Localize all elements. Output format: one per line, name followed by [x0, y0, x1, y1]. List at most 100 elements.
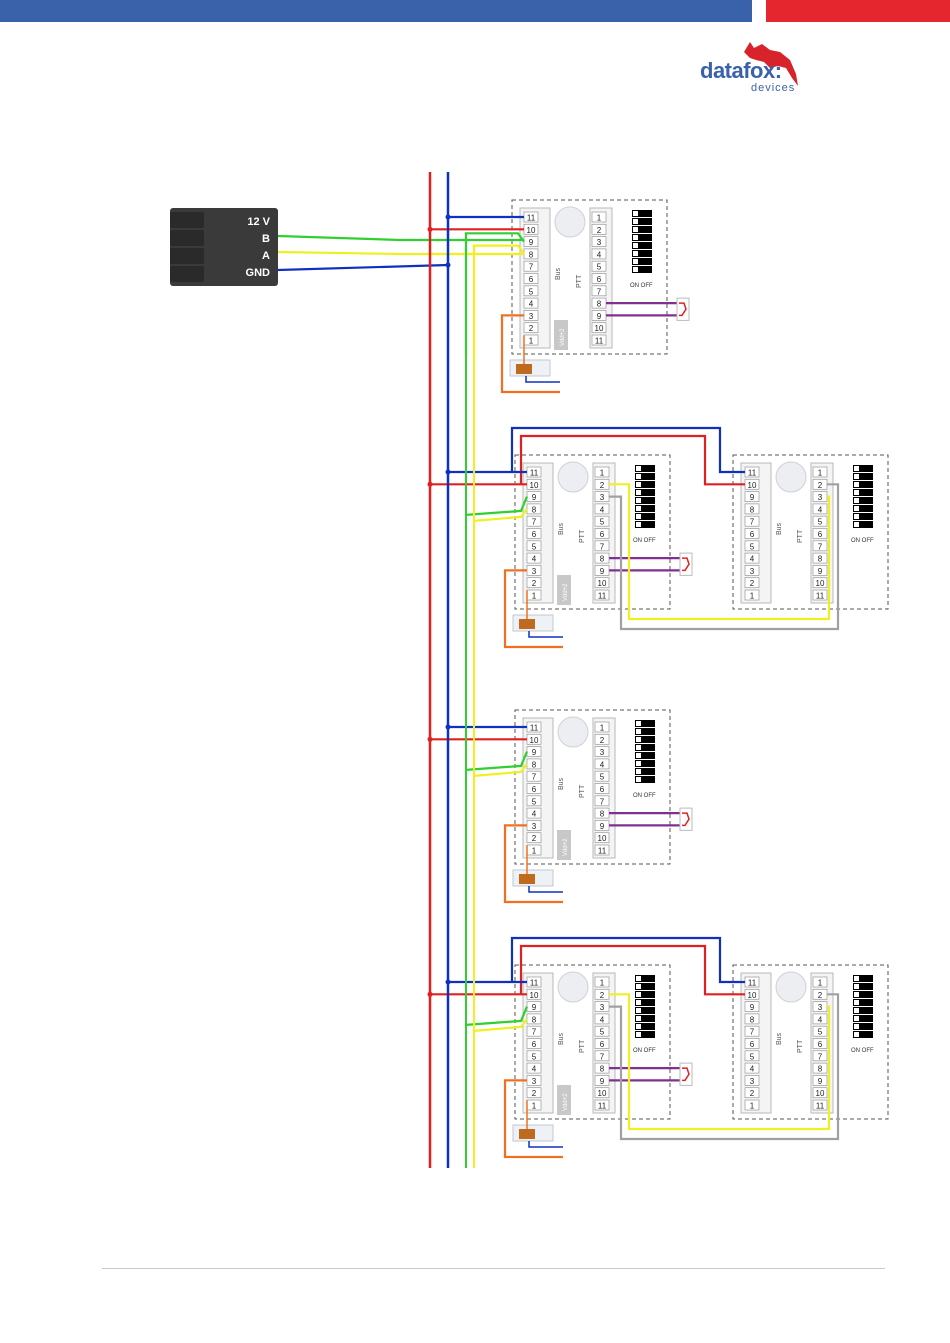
- module-3-status-led: [557, 716, 589, 748]
- module-2-slave-left-pin-10: 10: [748, 481, 757, 490]
- module-3-contact-box: [679, 807, 693, 831]
- module-2-sensor-wire: [503, 569, 563, 649]
- module-2-slave-left-pin-3: 3: [750, 567, 755, 576]
- module-2-right-pin-6: 6: [600, 530, 605, 539]
- module-4-left-pin-10: 10: [530, 991, 539, 1000]
- module-2-right-pin-box: [594, 540, 610, 552]
- module-4-slave-dip-switch: [853, 991, 873, 998]
- module-1-sensor-wire: [500, 314, 560, 394]
- module-2-slave-left-pin-box: [744, 528, 760, 539]
- module-1-right-pin-box: [591, 334, 607, 346]
- module-4-slave-right-pin-box: [812, 1099, 828, 1111]
- module-2-badge-label: Vdd+2: [563, 583, 569, 601]
- module-4-power-link: [519, 944, 745, 996]
- module-1-left-pin-6: 6: [529, 275, 534, 284]
- module-2-slave-dip-label: ON OFF: [851, 538, 874, 544]
- module-4-slave-dip-label: ON OFF: [851, 1048, 874, 1054]
- module-4-left-pin-4: 4: [532, 1065, 537, 1074]
- module-4-slave-right-pin-1: 1: [818, 979, 823, 988]
- module-2-left-pin-4: 4: [532, 555, 537, 564]
- module-3-badge-label: Vdd+2: [563, 838, 569, 856]
- module-4-dip-knob: [636, 1008, 641, 1013]
- module-3-right-pin-box: [594, 770, 610, 782]
- module-2-slave-left-pin-box: [744, 540, 760, 552]
- module-4-slave-dip-switch: [853, 1007, 873, 1014]
- module-2-slave-dip-switch: [853, 521, 873, 528]
- module-2-slave-right-pin-box: [812, 503, 828, 515]
- module-4-slave-left-pin-4: 4: [750, 1065, 755, 1074]
- module-4-slave-dip-knob: [854, 1032, 859, 1037]
- module-2-gray-link: [609, 483, 840, 631]
- module-2-slave-dip-switch: [853, 481, 873, 488]
- module-4-dip-switch: [635, 1031, 655, 1038]
- connector-label-12v: 12 V: [247, 216, 270, 228]
- module-4-slave-left-pin-1: 1: [750, 1102, 755, 1111]
- module-1-left-pin-7: 7: [529, 263, 534, 272]
- module-2-status-led: [557, 461, 589, 493]
- module-4-slave-dip-switch: [853, 1031, 873, 1038]
- module-2-slave-left-pin-9: 9: [750, 493, 755, 502]
- module-4-right-pin-1: 1: [600, 979, 605, 988]
- module-4-slave-right-pin-box: [812, 1087, 828, 1099]
- module-3-right-pin-box: [594, 783, 610, 794]
- module-2-slave-left-pin-box: [744, 503, 760, 515]
- module-2-slave-dip-knob: [854, 482, 859, 487]
- module-1-right-pin-8: 8: [597, 300, 602, 309]
- module-2-badge: [557, 575, 571, 605]
- module-4-left-pin-2: 2: [532, 1089, 537, 1098]
- module-1-right-pin-1: 1: [597, 214, 602, 223]
- module-2-slave-dip-knob: [854, 506, 859, 511]
- module-4-slave-dip-knob: [854, 976, 859, 981]
- module-2-left-pin-3: 3: [532, 567, 537, 576]
- module-4-slave-status-led: [775, 971, 807, 1003]
- module-2-left-pin-box: [526, 577, 542, 589]
- module-2-slave-right-pin-8: 8: [818, 555, 823, 564]
- module-2-sensor-gnd: [528, 631, 563, 638]
- module-1-left-pin-box: [523, 260, 539, 272]
- module-1-dip-knob: [633, 243, 638, 248]
- module-1-dip-knob: [633, 211, 638, 216]
- fox-head-icon: [744, 42, 798, 86]
- connector-label-gnd: GND: [246, 267, 271, 279]
- module-4-slave-left-pin-11: 11: [748, 979, 757, 988]
- module-2: 1110987654321BusPTTVdd+21234567891011ON …: [503, 426, 889, 649]
- module-2-dip-knob: [636, 522, 641, 527]
- module-2-power-link: [519, 434, 745, 486]
- module-2-slave-dip-switch: [853, 505, 873, 512]
- module-2-slave-left-pin-2: 2: [750, 579, 755, 588]
- module-1-dip-switch: [632, 218, 652, 225]
- module-2-slave-right-pin-box: [812, 577, 828, 589]
- module-3-left-pin-box: [526, 795, 542, 807]
- module-1-left-pin-4: 4: [529, 300, 534, 309]
- module-4-sensor-gnd: [528, 1141, 563, 1148]
- module-4-slave-dip-switch: [853, 999, 873, 1006]
- module-1-dip-switch: [632, 266, 652, 273]
- module-2-slave-ptt-label: PTT: [797, 529, 804, 543]
- module-3-right-pin-8: 8: [600, 810, 605, 819]
- module-1-dip-knob: [633, 219, 638, 224]
- module-1-left-pin-2: 2: [529, 324, 534, 333]
- module-2-left-pin-10: 10: [530, 481, 539, 490]
- module-4-slave-left-pin-7: 7: [750, 1028, 755, 1037]
- module-4-left-pin-9: 9: [532, 1003, 537, 1012]
- module-2-right-pin-7: 7: [600, 542, 605, 551]
- module-3-left-pin-7: 7: [532, 773, 537, 782]
- module-2-dip-switch: [635, 489, 655, 496]
- module-1-right-pin-7: 7: [597, 287, 602, 296]
- module-2-slave-right-pin-box: [812, 540, 828, 552]
- module-3-left-pin-4: 4: [532, 810, 537, 819]
- module-3-dip-knob: [636, 769, 641, 774]
- module-4-slave-right-pin-9: 9: [818, 1077, 823, 1086]
- module-1-badge-label: Vdd+2: [560, 328, 566, 346]
- datafox-logo: datafox: devices: [700, 40, 820, 100]
- module-1-left-pin-10: 10: [527, 226, 536, 235]
- module-4-right-pin-box: [594, 1038, 610, 1049]
- module-3-right-pin-box: [594, 758, 610, 770]
- module-3-dip-switch: [635, 752, 655, 759]
- module-3-bus-b-tap: [465, 751, 529, 771]
- module-4-right-pin-box: [594, 1013, 610, 1025]
- module-4: 1110987654321BusPTTVdd+21234567891011ON …: [503, 936, 889, 1159]
- module-3-left-pin-box: [526, 770, 542, 782]
- module-3-right-pin-3: 3: [600, 748, 605, 757]
